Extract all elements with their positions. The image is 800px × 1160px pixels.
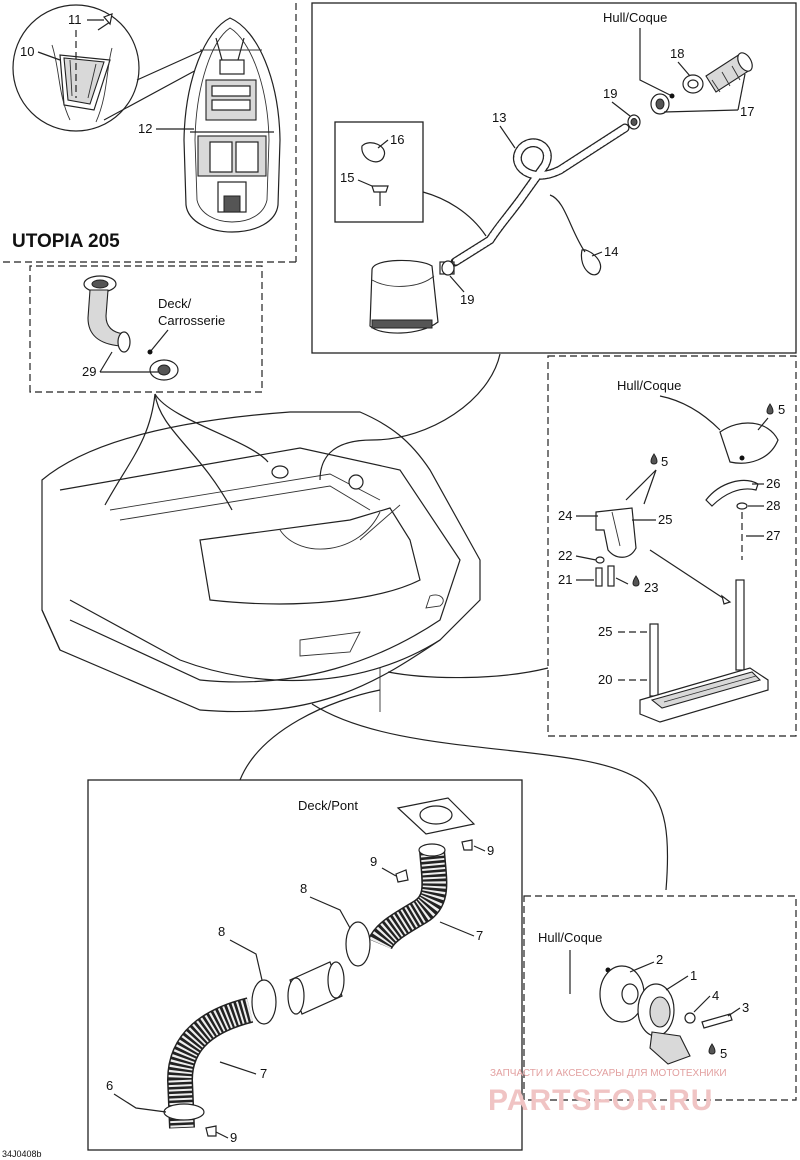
carrosserie-label: Carrosserie xyxy=(158,313,225,328)
callout-26: 26 xyxy=(766,476,780,491)
callout-7-right: 7 xyxy=(476,928,483,943)
watermark: ЗАПЧАСТИ И АКСЕССУАРЫ ДЛЯ МОТОТЕХНИКИ PA… xyxy=(488,1068,727,1117)
callout-9-right: 9 xyxy=(487,843,494,858)
hull-fitting-panel: Hull/Coque 2 1 4 3 5 xyxy=(523,895,797,1101)
connector-29-b xyxy=(154,393,233,511)
bilge-pump-panel: Hull/Coque 18 17 19 13 xyxy=(311,2,797,354)
model-title: UTOPIA 205 xyxy=(12,231,120,252)
connector-vent xyxy=(239,689,381,781)
callout-21: 21 xyxy=(558,572,572,587)
callout-7-left: 7 xyxy=(260,1066,267,1081)
vent-hose-panel: Deck/Pont 9 9 9 8 8 7 7 6 xyxy=(87,779,523,1151)
callout-18: 18 xyxy=(670,46,684,61)
callout-16: 16 xyxy=(390,132,404,147)
callout-9-bottom: 9 xyxy=(230,1130,237,1145)
magnifier-leader-2 xyxy=(103,67,201,121)
drain-bar xyxy=(639,579,769,723)
hull-coque-label-bottom: Hull/Coque xyxy=(538,930,602,945)
deck-label: Deck/ xyxy=(158,296,192,311)
callout-11: 11 xyxy=(68,12,82,27)
hull-coque-label-right: Hull/Coque xyxy=(617,378,681,393)
callout-3: 3 xyxy=(742,1000,749,1015)
connector-29-c xyxy=(154,393,269,463)
connector-pump xyxy=(319,353,501,481)
callout-13: 13 xyxy=(492,110,506,125)
callout-24: 24 xyxy=(558,508,572,523)
callout-17: 17 xyxy=(740,104,754,119)
drop-5-bottom: 5 xyxy=(720,1046,727,1061)
deck-fitting-panel: Deck/ Carrosserie 29 xyxy=(29,265,263,393)
boat-stern-view xyxy=(41,411,481,713)
drop-5-top: 5 xyxy=(778,402,785,417)
bilge-pump xyxy=(369,259,455,334)
callout-25-bottom: 25 xyxy=(598,624,612,639)
callout-8-left: 8 xyxy=(218,924,225,939)
bilge-hose xyxy=(450,123,630,267)
callout-19-bottom: 19 xyxy=(460,292,474,307)
drain-plug-panel: Hull/Coque 5 26 28 27 5 24 25 22 21 xyxy=(547,355,797,737)
callout-15: 15 xyxy=(340,170,354,185)
callout-9-left: 9 xyxy=(370,854,377,869)
callout-4: 4 xyxy=(712,988,719,1003)
callout-19-top: 19 xyxy=(603,86,617,101)
detail-magnifier xyxy=(12,4,140,132)
connector-hull-fitting xyxy=(311,703,669,891)
callout-14: 14 xyxy=(604,244,618,259)
callout-20: 20 xyxy=(598,672,612,687)
connector-drain xyxy=(387,667,549,679)
callout-29: 29 xyxy=(82,364,96,379)
callout-22: 22 xyxy=(558,548,572,563)
magnifier-leader xyxy=(136,47,209,81)
callout-25-top: 25 xyxy=(658,512,672,527)
callout-27: 27 xyxy=(766,528,780,543)
boat-top-view xyxy=(183,17,281,233)
connector-29-a xyxy=(104,393,156,506)
watermark-line2: PARTSFOR.RU xyxy=(488,1084,713,1117)
callout-10: 10 xyxy=(20,44,34,59)
watermark-line1: ЗАПЧАСТИ И АКСЕССУАРЫ ДЛЯ МОТОТЕХНИКИ xyxy=(490,1068,727,1079)
callout-6: 6 xyxy=(106,1078,113,1093)
callout-2: 2 xyxy=(656,952,663,967)
diagram-code: 34J0408b xyxy=(2,1149,42,1159)
callout-1: 1 xyxy=(690,968,697,983)
drop-5-mid: 5 xyxy=(661,454,668,469)
callout-28: 28 xyxy=(766,498,780,513)
callout-8-right: 8 xyxy=(300,881,307,896)
callout-12: 12 xyxy=(138,121,152,136)
overview-panel: UTOPIA 205 xyxy=(3,3,297,263)
deck-pont-label: Deck/Pont xyxy=(298,798,358,813)
outlet-fitting xyxy=(650,52,753,115)
hull-coque-label-top: Hull/Coque xyxy=(603,10,667,25)
drop-23: 23 xyxy=(644,580,658,595)
